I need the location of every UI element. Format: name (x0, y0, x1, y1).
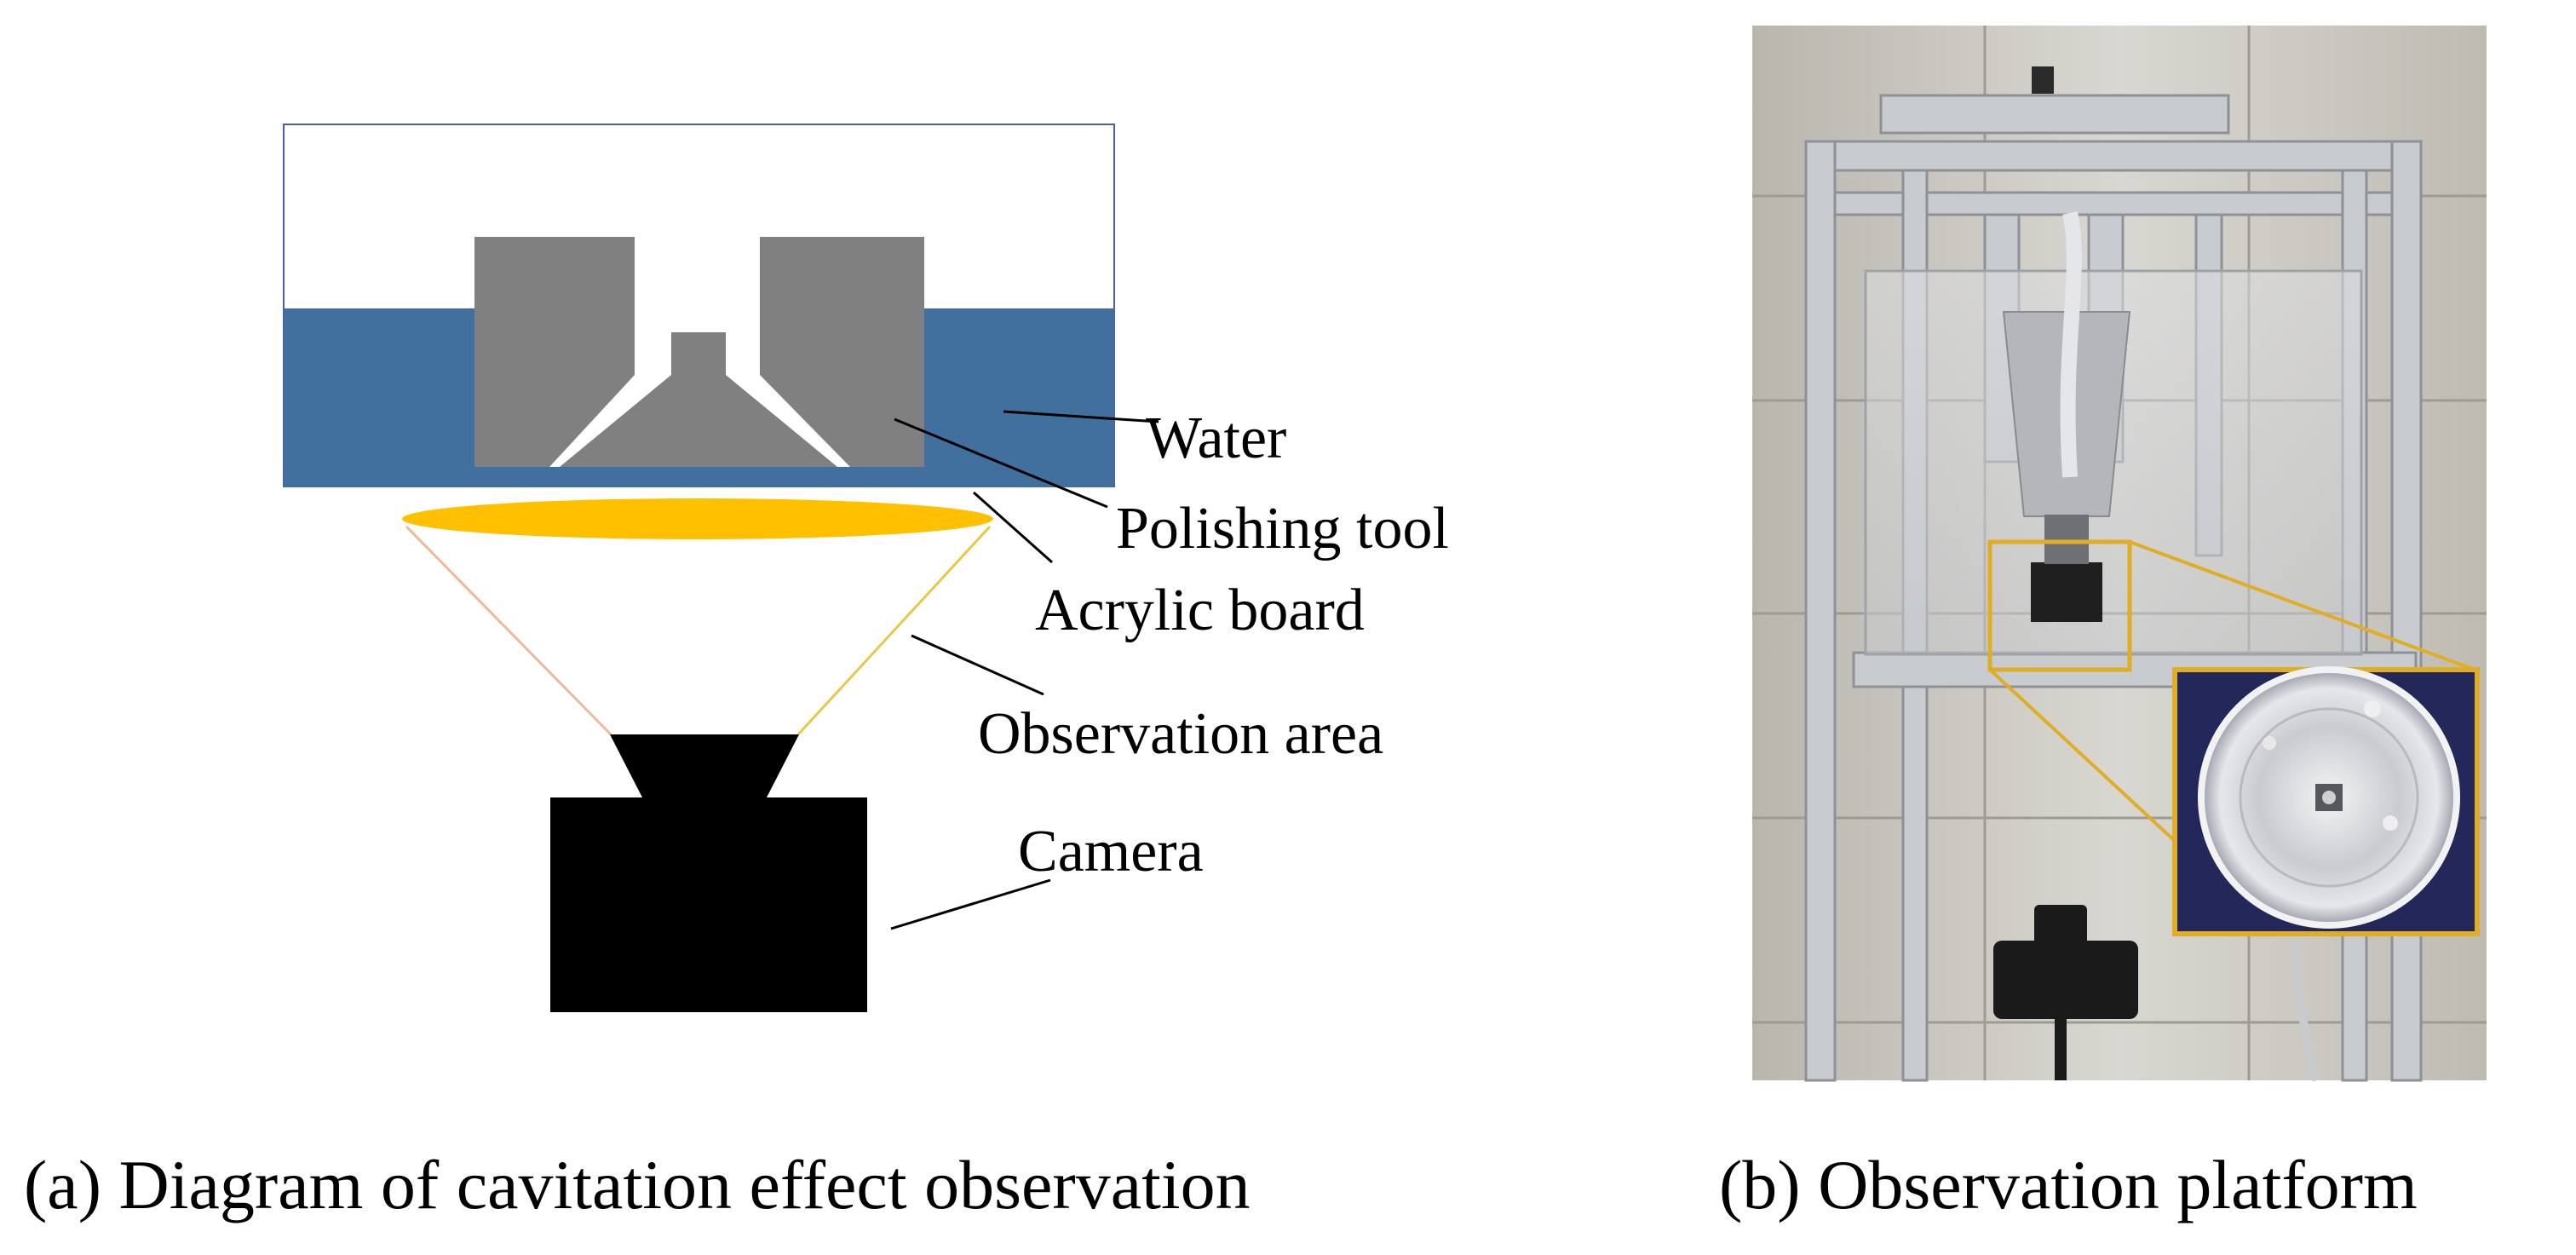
photo-camera (1993, 905, 2138, 1080)
frame-knob (2032, 66, 2054, 94)
polishing-tool-shape (474, 237, 924, 467)
camera-shape (550, 734, 867, 1012)
inset-view (2172, 666, 2480, 936)
acrylic-board-shape (402, 498, 993, 539)
label-polishing-tool: Polishing tool (1116, 496, 1449, 561)
label-water: Water (1146, 406, 1286, 471)
diagram-panel: Water Polishing tool Acrylic board Obser… (24, 124, 1449, 1223)
leader-lines (890, 410, 1159, 930)
caption-b: (b) Observation platform (1719, 1146, 2418, 1223)
tool-body (2031, 562, 2102, 622)
hose (2060, 211, 2082, 478)
label-camera: Camera (1018, 819, 1204, 884)
photo-panel: (b) Observation platform (1719, 26, 2487, 1223)
label-acrylic-board: Acrylic board (1035, 578, 1365, 643)
zoom-selection-box (1987, 539, 2132, 672)
observation-cone (405, 525, 992, 736)
caption-a: (a) Diagram of cavitation effect observa… (24, 1146, 1251, 1223)
label-observation-area: Observation area (978, 701, 1383, 767)
